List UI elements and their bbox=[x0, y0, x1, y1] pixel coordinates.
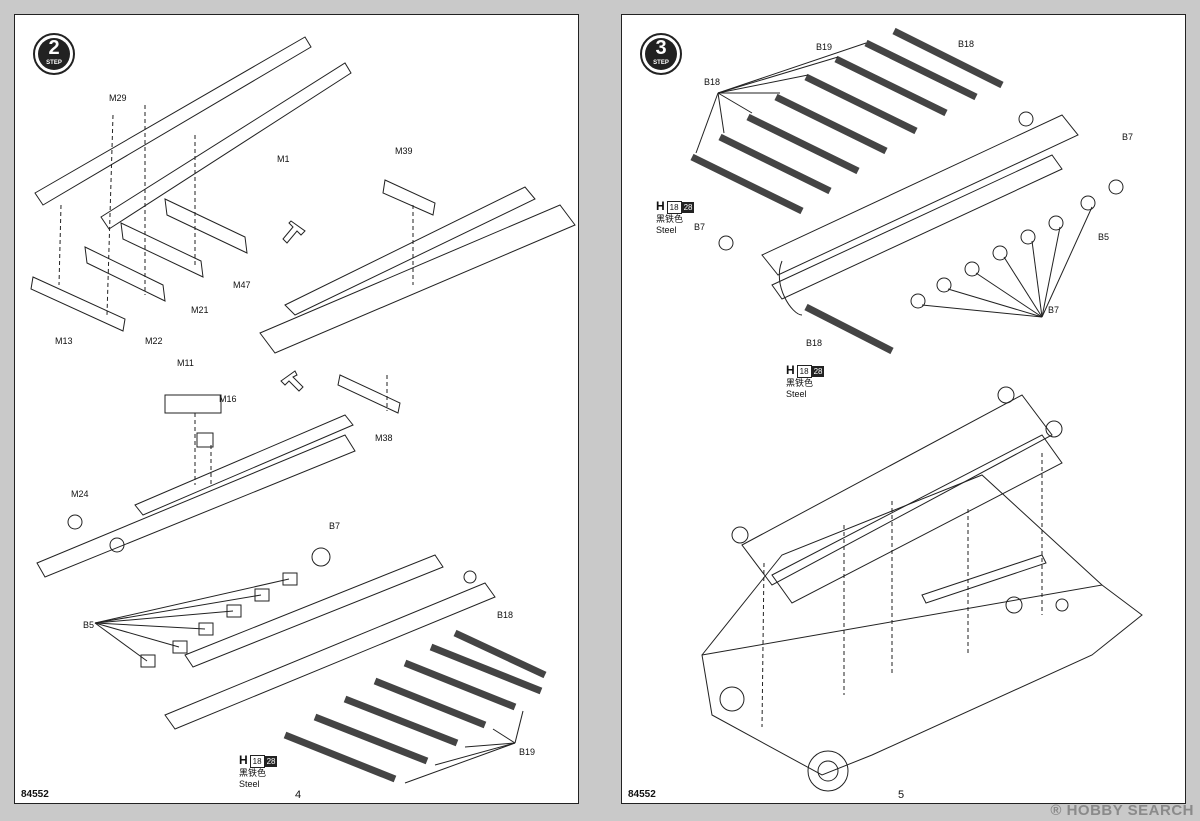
part-label: M47 bbox=[233, 280, 251, 290]
step-word: STEP bbox=[46, 60, 62, 66]
paint-code: 28 bbox=[811, 366, 825, 377]
paint-letter: H bbox=[656, 199, 665, 213]
step-word: STEP bbox=[653, 60, 669, 66]
assembly-diagram-step-2 bbox=[30, 33, 576, 784]
part-label: B19 bbox=[519, 747, 536, 757]
part-label: M29 bbox=[109, 93, 127, 103]
kit-number: 84552 bbox=[628, 789, 656, 800]
step-badge bbox=[33, 33, 75, 75]
paint-name-cn: 黑铁色 bbox=[239, 768, 267, 778]
part-label: M24 bbox=[71, 489, 89, 499]
watermark-mark: ® bbox=[1050, 802, 1062, 819]
watermark-text: HOBBY SEARCH bbox=[1066, 802, 1194, 819]
part-label: M38 bbox=[375, 433, 393, 443]
watermark: ® HOBBY SEARCH bbox=[1050, 802, 1194, 819]
assembly-diagram-step-3 bbox=[640, 27, 1143, 792]
part-label: B7 bbox=[329, 521, 341, 531]
part-label: B18 bbox=[958, 39, 975, 49]
part-label: M13 bbox=[55, 336, 73, 346]
part-label: M11 bbox=[177, 358, 194, 368]
paint-name-en: Steel bbox=[786, 389, 807, 399]
step-number: 2 bbox=[48, 37, 60, 59]
page-number: 4 bbox=[295, 789, 302, 801]
paint-letter: H bbox=[786, 363, 795, 377]
part-label: M22 bbox=[145, 336, 163, 346]
step-number: 3 bbox=[655, 37, 667, 59]
paint-code: 28 bbox=[264, 756, 278, 767]
paint-name-cn: 黑铁色 bbox=[656, 214, 684, 224]
part-label: B7 bbox=[1122, 132, 1134, 142]
part-label: M39 bbox=[395, 146, 413, 156]
paint-name-en: Steel bbox=[656, 225, 677, 235]
paint-code: 18 bbox=[249, 755, 265, 768]
part-label: B7 bbox=[694, 222, 706, 232]
part-label: B18 bbox=[704, 77, 721, 87]
step-badge-label: 2 STEP bbox=[33, 33, 75, 75]
part-label: M16 bbox=[219, 394, 237, 404]
kit-number: 84552 bbox=[21, 789, 49, 800]
page-number: 5 bbox=[898, 789, 905, 801]
part-label: M1 bbox=[277, 154, 290, 164]
part-label: B5 bbox=[1098, 232, 1110, 242]
paint-letter: H bbox=[239, 753, 248, 767]
paint-code: 18 bbox=[666, 201, 682, 214]
part-label: B18 bbox=[497, 610, 514, 620]
part-label: B19 bbox=[816, 42, 833, 52]
paint-code: 18 bbox=[796, 365, 812, 378]
part-label: B7 bbox=[1048, 305, 1060, 315]
part-label: B18 bbox=[806, 338, 823, 348]
step-badge bbox=[640, 33, 682, 75]
part-label: M21 bbox=[191, 305, 209, 315]
paint-code: 28 bbox=[681, 202, 695, 213]
part-label: B5 bbox=[83, 620, 95, 630]
paint-name-en: Steel bbox=[239, 779, 260, 789]
step-badge-label: 3 STEP bbox=[640, 33, 682, 75]
instruction-page-left: 2 STEP M29 M1 M39 M47 M21 M22 M13 M38 M1… bbox=[14, 14, 579, 804]
paint-name-cn: 黑铁色 bbox=[786, 378, 814, 388]
